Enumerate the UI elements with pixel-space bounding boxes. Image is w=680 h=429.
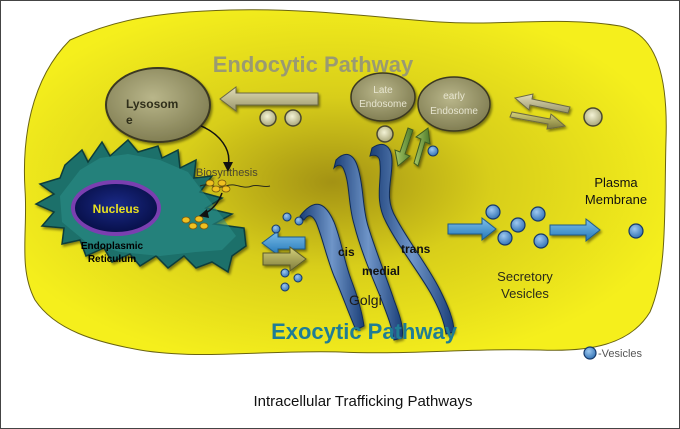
late-endosome: [350, 72, 416, 122]
vesicle-pale: [583, 107, 603, 127]
nucleus: [71, 180, 161, 236]
arrow-secretory-to-membrane: [549, 217, 601, 243]
arrow-lysosome-to-biosynthesis: [200, 125, 230, 167]
golgi-cis-cisterna: [299, 203, 365, 331]
golgi-trans-label: trans: [401, 242, 431, 256]
golgi-medial-cisterna: [333, 153, 403, 341]
arrowhead: [223, 162, 233, 172]
ribosomes-biosynthesis: [205, 179, 231, 193]
golgi-cis-label: cis: [338, 245, 355, 259]
early-endosome-label-line2: Endosome: [430, 106, 478, 117]
late-endosome-label-line2: Endosome: [359, 99, 407, 110]
arrow-recycling-out: [509, 111, 567, 130]
plasma-membrane-label-line2: Membrane: [585, 192, 647, 207]
arrow-to-lysosome: [219, 86, 319, 112]
arrow-endocytosis-in: [513, 93, 571, 114]
vesicle-at-membrane: [628, 223, 644, 239]
lysosome-label-line2: e: [126, 113, 133, 127]
vesicles-er-golgi: [271, 212, 304, 292]
nucleus-label: Nucleus: [93, 202, 140, 216]
early-endosome-label-line1: early: [443, 91, 465, 102]
golgi-trans-cisterna: [369, 144, 455, 335]
figure-caption: Intracellular Trafficking Pathways: [254, 393, 473, 410]
vesicle-pale: [376, 125, 394, 143]
legend-vesicle-icon: [583, 346, 597, 360]
arrow-er-to-golgi: [262, 246, 307, 272]
vesicle-pale: [259, 109, 277, 127]
arrow-golgi-to-er: [261, 230, 306, 256]
vesicle-blue: [427, 145, 439, 157]
vesicle-pale: [284, 109, 302, 127]
ribosomes-er: [181, 215, 209, 230]
lysosome-label-line1: Lysosom: [126, 97, 178, 111]
arrow-endosome-to-golgi: [394, 127, 414, 167]
arrow-golgi-to-secretory: [447, 216, 497, 242]
arrow-golgi-to-endosome: [413, 127, 431, 167]
er-label-line1: Endoplasmic: [81, 241, 144, 252]
arrowhead: [199, 209, 209, 218]
secretory-vesicles: [485, 204, 549, 249]
lysosome: [105, 67, 211, 143]
secretory-label-line1: Secretory: [497, 269, 553, 284]
legend-vesicles-label: -Vesicles: [598, 348, 643, 360]
golgi-label: Golgi: [349, 292, 382, 308]
early-endosome: [417, 76, 491, 132]
secretory-label-line2: Vesicles: [501, 286, 549, 301]
plasma-membrane-label-line1: Plasma: [594, 175, 638, 190]
golgi-medial-label: medial: [362, 264, 400, 278]
exocytic-pathway-title: Exocytic Pathway: [271, 319, 458, 344]
mrna-strand: [199, 184, 271, 188]
er-label-line2: Reticulum: [88, 254, 136, 265]
late-endosome-label-line1: Late: [373, 85, 393, 96]
biosynthesis-label: Biosynthesis: [196, 167, 258, 179]
